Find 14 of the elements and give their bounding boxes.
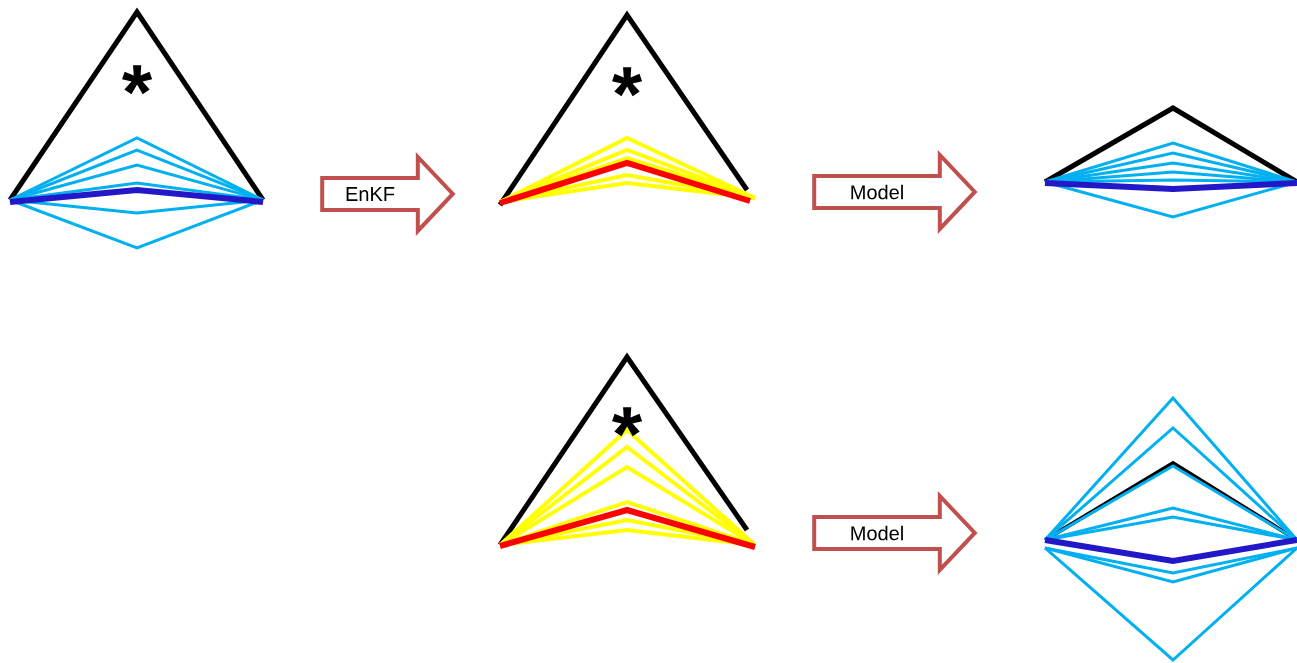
ensemble-drawing [497,10,756,207]
block-arrow [812,149,978,235]
edge-label: EnKF [344,186,396,202]
block-arrow [812,490,978,575]
ensemble-drawing [497,352,757,550]
edge-label: Model [848,183,906,201]
block-arrow [320,151,456,237]
edge-label: Model [848,524,906,542]
ensemble-drawing [7,7,266,250]
asterisk-mark: * [612,67,643,97]
asterisk-mark: * [122,65,153,95]
ensemble-drawing [1043,395,1297,662]
ensemble-drawing [1043,105,1297,219]
asterisk-mark: * [612,407,643,437]
